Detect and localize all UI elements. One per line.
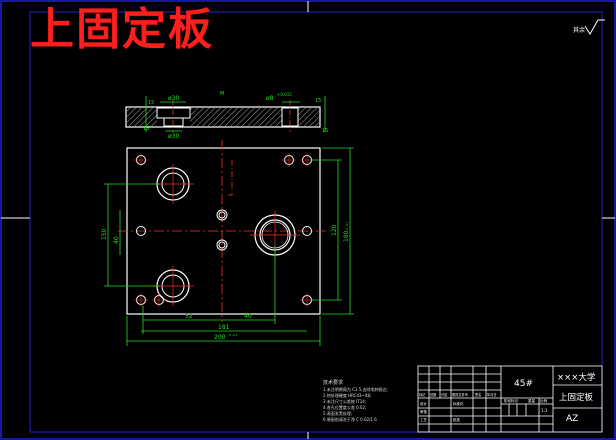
header-label: 分区 bbox=[441, 392, 448, 397]
dim-bottom-span: 181 bbox=[218, 324, 230, 331]
plan-dimension-lines bbox=[104, 147, 354, 346]
dim-bottom-total: 200 bbox=[214, 334, 226, 341]
section-hatch-left bbox=[127, 108, 157, 126]
material: 45# bbox=[514, 379, 533, 389]
notes-heading: 技术要求 bbox=[323, 379, 343, 386]
section-left-counterbore bbox=[156, 107, 191, 119]
dim-right-span: 120 bbox=[331, 224, 338, 236]
counterbore-hole-bottom-left bbox=[152, 266, 194, 306]
plan-view: 150 40 52 40 181 200 0 -0.1 120 180 0 -0… bbox=[101, 140, 354, 346]
small-hole-centers bbox=[134, 153, 314, 307]
note-line: 2.热处理硬度 HRC43~48; bbox=[323, 392, 371, 398]
dim-section-right-hole: ø8 bbox=[266, 95, 274, 102]
section-outline bbox=[125, 106, 321, 128]
dim-right-total-tol: 0 -0.1 bbox=[345, 221, 349, 230]
dim-section-right-depth: 15 bbox=[322, 128, 328, 134]
role-label: 工艺 bbox=[420, 417, 428, 422]
header-label: 年月日 bbox=[487, 392, 497, 397]
drawing-number: AZ bbox=[566, 414, 578, 424]
dim-section-left-height-b: 15 bbox=[143, 126, 149, 132]
technical-notes: 技术要求 1.未注明倒角为 C1.5,去除毛刺锐边; 2.热处理硬度 HRC43… bbox=[323, 379, 388, 422]
dim-bottom-total-tol: 0 -0.1 bbox=[229, 333, 238, 337]
roughness-icon bbox=[584, 19, 605, 35]
scale-value: 1:1 bbox=[541, 408, 548, 413]
role-label: 审核 bbox=[420, 409, 428, 414]
weight-label: 重量 bbox=[528, 398, 536, 403]
dim-left-offset: 40 bbox=[113, 236, 120, 244]
title-block bbox=[417, 365, 603, 433]
note-line: 1.未注明倒角为 C1.5,去除毛刺锐边; bbox=[323, 386, 388, 392]
university: ×××大学 bbox=[557, 372, 596, 383]
stage-label: 阶段标记 bbox=[504, 398, 518, 403]
drawing-title-overlay: 上固定板 bbox=[30, 4, 214, 55]
part-name: 上固定板 bbox=[559, 392, 594, 403]
header-label: 签名 bbox=[475, 392, 481, 397]
section-hatch-right bbox=[298, 108, 319, 126]
note-line: 6.装配前清洗干净 C 0.02/1.6 bbox=[323, 416, 377, 422]
scale-label: 比例 bbox=[540, 398, 548, 403]
section-hatch-mid bbox=[190, 108, 282, 126]
dim-section-left-height: 15 bbox=[148, 100, 154, 106]
offset-centerline bbox=[228, 160, 233, 196]
dim-section-left-hole: ø30 bbox=[168, 95, 179, 102]
inner-frame bbox=[29, 11, 603, 433]
dim-section-right-fit: +0.015 bbox=[277, 92, 292, 97]
dim-section-right-height: 15 bbox=[315, 98, 321, 104]
roughness-label: 其余 bbox=[573, 26, 585, 34]
dim-bottom-mid: 40 bbox=[244, 313, 252, 320]
note-line: 3.未注尺寸公差按 IT14; bbox=[323, 398, 366, 404]
section-view: ø30 ø30 ø8 +0.015 15 15 15 15 M bbox=[125, 91, 328, 140]
dim-right-total: 180 bbox=[343, 230, 350, 242]
header-label: 处数 bbox=[430, 392, 437, 397]
role-label: 设计 bbox=[420, 401, 428, 406]
dim-section-left-counterbore: ø30 bbox=[168, 133, 179, 140]
role-label: 批准 bbox=[453, 417, 461, 422]
header-label: 更改文件号 bbox=[452, 392, 468, 397]
note-line: 4.各孔位置度公差 0.02; bbox=[323, 404, 366, 410]
note-line: 5.表面发黑处理; bbox=[323, 410, 352, 416]
section-left-hole bbox=[163, 117, 184, 127]
dim-left-span: 150 bbox=[101, 228, 108, 240]
section-view-label: M bbox=[220, 91, 224, 97]
header-label: 标记 bbox=[419, 392, 426, 397]
role-label: 标准化 bbox=[453, 401, 464, 406]
dim-bottom-inner: 52 bbox=[185, 313, 193, 320]
